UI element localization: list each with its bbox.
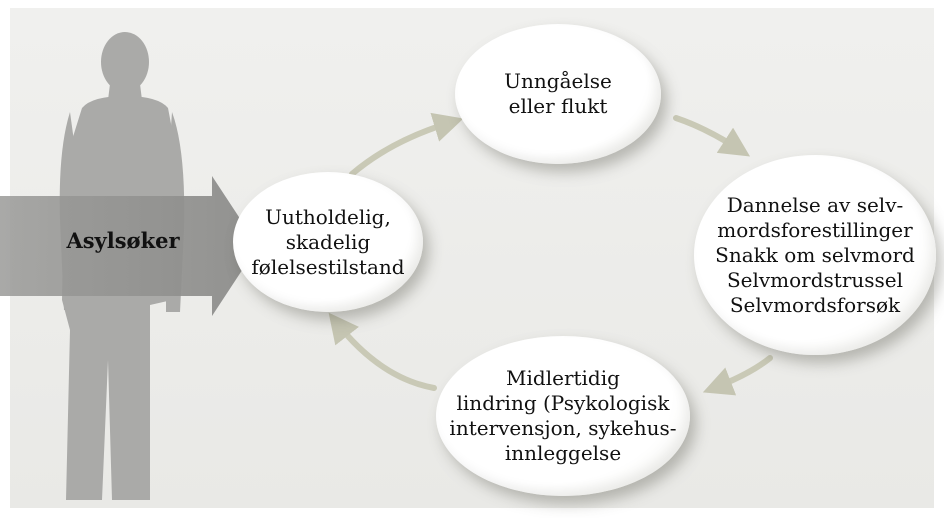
node-unbearable-feeling: Uutholdelig, skadelig følelsestilstand (233, 172, 423, 312)
arrow-avoidance-to-suicidal (673, 115, 751, 157)
arrow-feeling-to-avoidance (349, 112, 464, 177)
node-suicidal-ideation-text: Dannelse av selv- mordsforestillinger Sn… (715, 192, 915, 317)
node-temporary-relief-text: Midlertidig lindring (Psykologisk interv… (449, 366, 677, 465)
node-unbearable-feeling-text: Uutholdelig, skadelig følelsestilstand (251, 204, 405, 279)
arrow-relief-to-feeling (328, 312, 437, 391)
node-temporary-relief: Midlertidig lindring (Psykologisk interv… (436, 336, 690, 496)
node-suicidal-ideation: Dannelse av selv- mordsforestillinger Sn… (694, 155, 936, 355)
person-label: Asylsøker (66, 228, 180, 253)
node-avoidance: Unngåelse eller flukt (455, 24, 661, 164)
node-avoidance-text: Unngåelse eller flukt (504, 69, 612, 118)
input-arrow (0, 176, 258, 316)
arrow-suicidal-to-relief (702, 355, 773, 396)
